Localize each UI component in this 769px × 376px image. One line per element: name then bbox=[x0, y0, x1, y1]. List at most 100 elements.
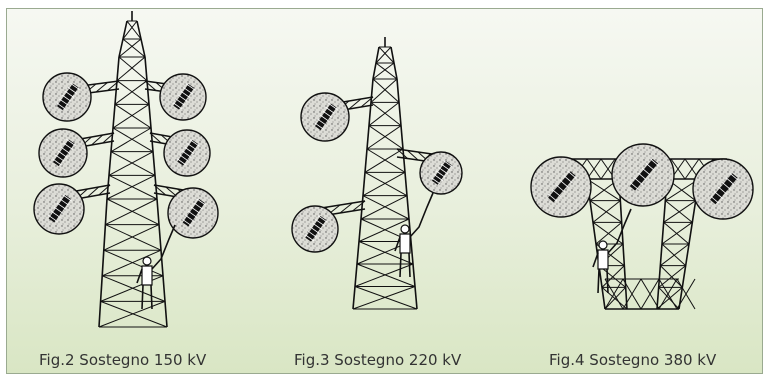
insulator-disc bbox=[183, 87, 193, 95]
tower-brace bbox=[98, 300, 166, 328]
tower-brace bbox=[595, 221, 622, 245]
tower-brace bbox=[112, 103, 150, 129]
insulator-disc bbox=[629, 182, 639, 190]
tower-brace bbox=[105, 224, 162, 251]
insulator-disc bbox=[315, 219, 325, 227]
insulator-disc bbox=[59, 98, 69, 106]
crossarm-brace bbox=[396, 148, 408, 159]
insulator-disc bbox=[710, 195, 720, 204]
insulator-string bbox=[48, 194, 73, 223]
worker-icon bbox=[394, 192, 434, 278]
worker-icon bbox=[592, 208, 632, 294]
tower-brace bbox=[622, 278, 642, 310]
tower-brace bbox=[592, 200, 621, 223]
insulator-disc bbox=[52, 158, 62, 166]
worker-arm bbox=[592, 252, 599, 268]
caption-220kv: Fig.3 Sostegno 220 kV bbox=[294, 351, 462, 369]
insulator-disc bbox=[307, 230, 317, 238]
tower-brace bbox=[663, 200, 696, 223]
caption-380kv: Fig.4 Sostegno 380 kV bbox=[549, 351, 717, 369]
crossarm-brace bbox=[684, 158, 700, 180]
insulator-disc bbox=[438, 167, 448, 175]
insulator-disc bbox=[178, 94, 188, 102]
insulator-disc bbox=[641, 167, 651, 176]
worker-head bbox=[400, 224, 410, 234]
tower-brace bbox=[352, 286, 416, 310]
tower-brace bbox=[106, 174, 156, 200]
insulator-disc bbox=[184, 146, 195, 154]
insulator-disc bbox=[322, 110, 333, 118]
insulator-disc bbox=[185, 214, 195, 222]
insulator-disc bbox=[56, 102, 66, 110]
tower-brace bbox=[360, 195, 408, 220]
worker-head bbox=[598, 240, 608, 250]
insulator-string bbox=[56, 82, 80, 111]
insulator-string bbox=[182, 198, 207, 227]
insulator-disc bbox=[64, 90, 75, 98]
worker-arm bbox=[394, 236, 401, 252]
crossarm-brace bbox=[98, 184, 111, 196]
crossarm-brace bbox=[348, 98, 362, 110]
insulator-disc bbox=[559, 180, 569, 188]
insulator-string bbox=[304, 215, 328, 242]
tower-brace bbox=[370, 78, 398, 103]
tower-brace bbox=[122, 38, 146, 58]
tower-brace bbox=[368, 101, 400, 127]
crossarm-brace bbox=[144, 80, 157, 91]
tower-brace bbox=[378, 46, 395, 64]
tower-brace bbox=[103, 224, 160, 251]
insulator-disc bbox=[555, 184, 565, 193]
insulator-disc bbox=[319, 114, 330, 122]
tower-brace bbox=[658, 265, 686, 288]
insulator-disc bbox=[637, 172, 647, 181]
insulator-body bbox=[431, 160, 452, 185]
insulator-disc bbox=[190, 206, 201, 214]
insulator-disc bbox=[548, 193, 558, 202]
tower-brace bbox=[116, 56, 146, 82]
insulator-disc bbox=[312, 222, 323, 230]
insulator-disc bbox=[721, 182, 731, 190]
insulator-disc bbox=[196, 198, 207, 206]
tower-380kv bbox=[530, 143, 754, 310]
tower-brace bbox=[110, 151, 156, 176]
tower-brace bbox=[362, 195, 410, 220]
crossarm-brace bbox=[149, 132, 162, 144]
insulator-disc bbox=[317, 215, 328, 223]
tower-brace bbox=[102, 249, 162, 277]
hot-stick bbox=[409, 192, 434, 238]
tower-brace bbox=[372, 62, 395, 80]
tower-brace bbox=[103, 249, 164, 277]
insulator-disc bbox=[633, 177, 643, 186]
tower-brace bbox=[370, 101, 402, 127]
insulator-body bbox=[629, 158, 659, 191]
insulator-disc bbox=[325, 106, 335, 114]
insulator-disc bbox=[53, 206, 64, 214]
insulator-disc bbox=[182, 150, 192, 158]
tower-brace bbox=[661, 243, 687, 267]
tower-brace bbox=[356, 263, 416, 287]
tower-brace bbox=[364, 171, 408, 197]
insulator-disc bbox=[189, 139, 200, 147]
tower-brace bbox=[601, 265, 625, 288]
caption-150kv: Fig.2 Sostegno 150 kV bbox=[39, 351, 207, 369]
figure-panel: Fig.2 Sostegno 150 kV Fig.3 Sostegno 220… bbox=[6, 8, 763, 374]
tower-brace bbox=[375, 62, 398, 80]
tower-brace bbox=[100, 300, 168, 328]
insulator-disc bbox=[62, 194, 73, 202]
tower-brace bbox=[126, 20, 142, 40]
tower-brace bbox=[102, 275, 166, 302]
crossarm-brace bbox=[107, 80, 120, 91]
tower-brace bbox=[116, 80, 150, 105]
insulator-string bbox=[548, 170, 577, 203]
tower-brace bbox=[118, 56, 148, 82]
worker-legs bbox=[597, 268, 609, 294]
insulator-string bbox=[52, 138, 76, 167]
insulator-disc bbox=[59, 198, 70, 206]
tower-brace bbox=[366, 125, 402, 150]
insulator-string bbox=[314, 102, 338, 131]
insulator-disc bbox=[180, 90, 191, 98]
insulator-disc bbox=[304, 234, 315, 242]
insulator-disc bbox=[433, 174, 444, 182]
tower-brace bbox=[658, 286, 680, 310]
tower-150kv bbox=[33, 11, 219, 328]
